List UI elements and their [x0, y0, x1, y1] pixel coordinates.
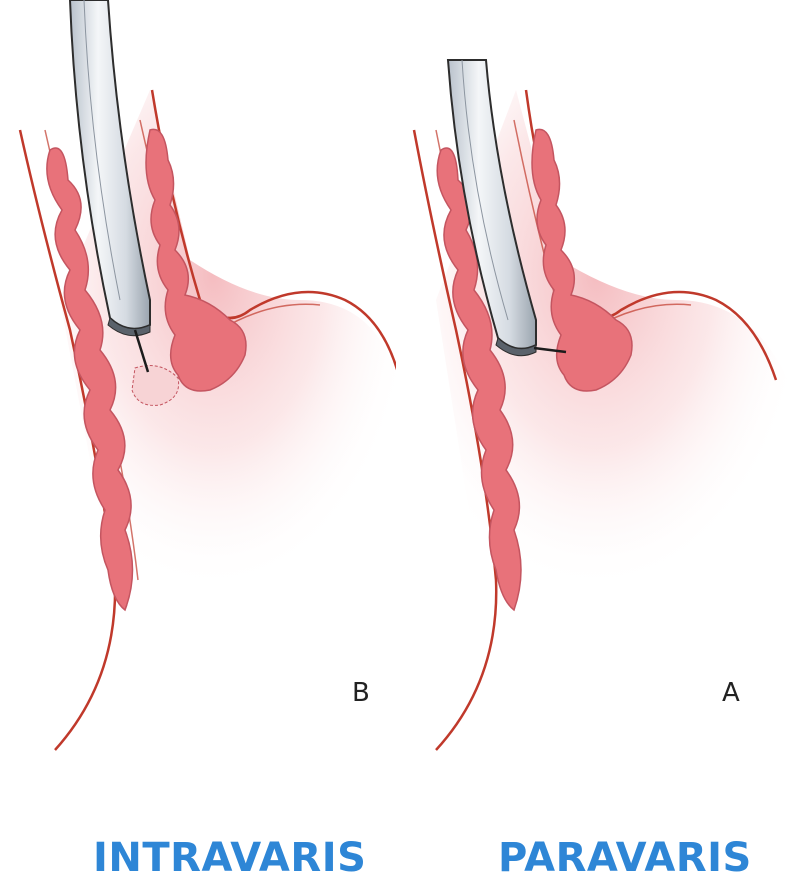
intravariceal-illustration [0, 0, 396, 800]
caption-intravaris: INTRAVARIS [93, 835, 366, 881]
panel-label: A [722, 678, 740, 708]
panel-paravariceal: A [396, 0, 792, 800]
panel-label: B [352, 678, 370, 708]
panel-intravariceal: B [0, 0, 396, 800]
caption-paravaris: PARAVARIS [498, 835, 752, 881]
